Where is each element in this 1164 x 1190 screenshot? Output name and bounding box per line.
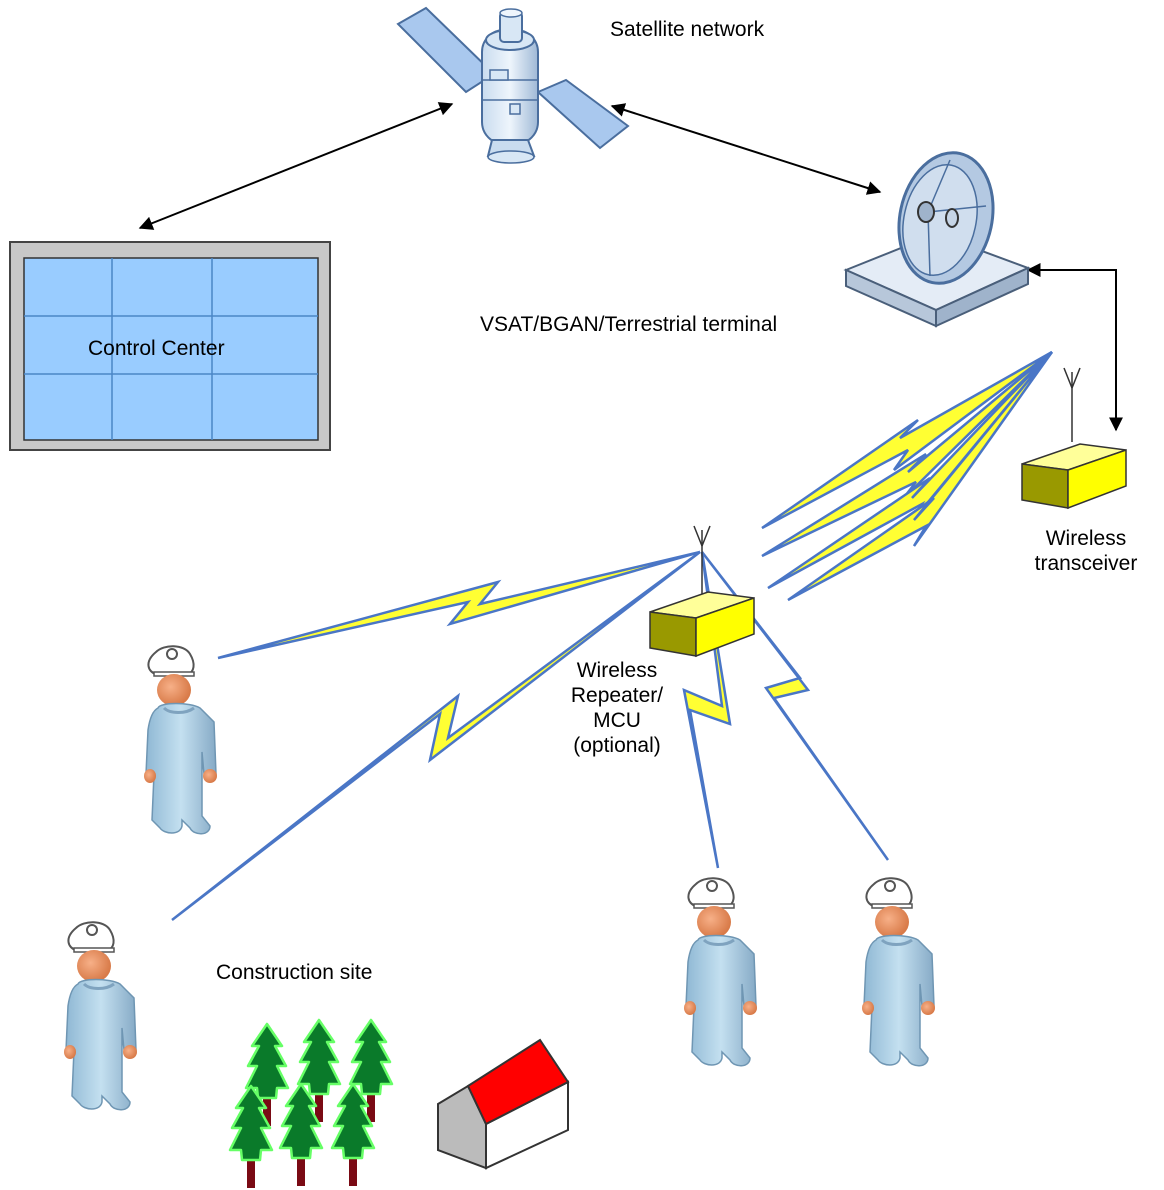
wireless-link-trunk-1: [761, 350, 1053, 530]
arrow-satellite-control-center: [138, 102, 454, 230]
control-center-icon: [9, 241, 331, 451]
worker-icon: [682, 876, 759, 1068]
terminal-label: VSAT/BGAN/Terrestrial terminal: [480, 313, 778, 336]
worker-icon: [860, 876, 937, 1068]
repeater-label-line-4: (optional): [573, 734, 661, 757]
vsat-terminal-icon: [843, 151, 1031, 328]
wireless-repeater-label: Wireless Repeater/ MCU (optional): [552, 658, 682, 758]
house-icon: [437, 1038, 570, 1170]
worker-icon: [142, 644, 219, 836]
repeater-label-line-3: MCU: [593, 709, 641, 732]
arrow-satellite-terminal: [610, 103, 882, 195]
repeater-label-line-2: Repeater/: [570, 684, 664, 707]
wireless-transceiver-icon: [1021, 367, 1127, 509]
transceiver-label-line-1: Wireless: [1045, 527, 1127, 550]
satellite-network-label: Satellite network: [610, 18, 765, 41]
control-center-label: Control Center: [88, 337, 225, 360]
worker-icon: [62, 920, 139, 1112]
construction-site-label: Construction site: [216, 961, 373, 984]
repeater-label-line-1: Wireless: [576, 659, 658, 682]
satellite-icon: [396, 6, 630, 164]
wireless-link-trunk-4: [787, 351, 1054, 602]
wireless-transceiver-label: Wireless transceiver: [1026, 526, 1146, 576]
construction-site-trees: [228, 1018, 394, 1190]
wireless-links: [171, 350, 1054, 921]
arrow-terminal-transceiver: [1026, 263, 1123, 432]
wireless-link-worker-2: [171, 550, 701, 921]
transceiver-label-line-2: transceiver: [1034, 552, 1138, 575]
wireless-repeater-icon: [649, 525, 755, 657]
satellite-links: [138, 102, 1123, 432]
